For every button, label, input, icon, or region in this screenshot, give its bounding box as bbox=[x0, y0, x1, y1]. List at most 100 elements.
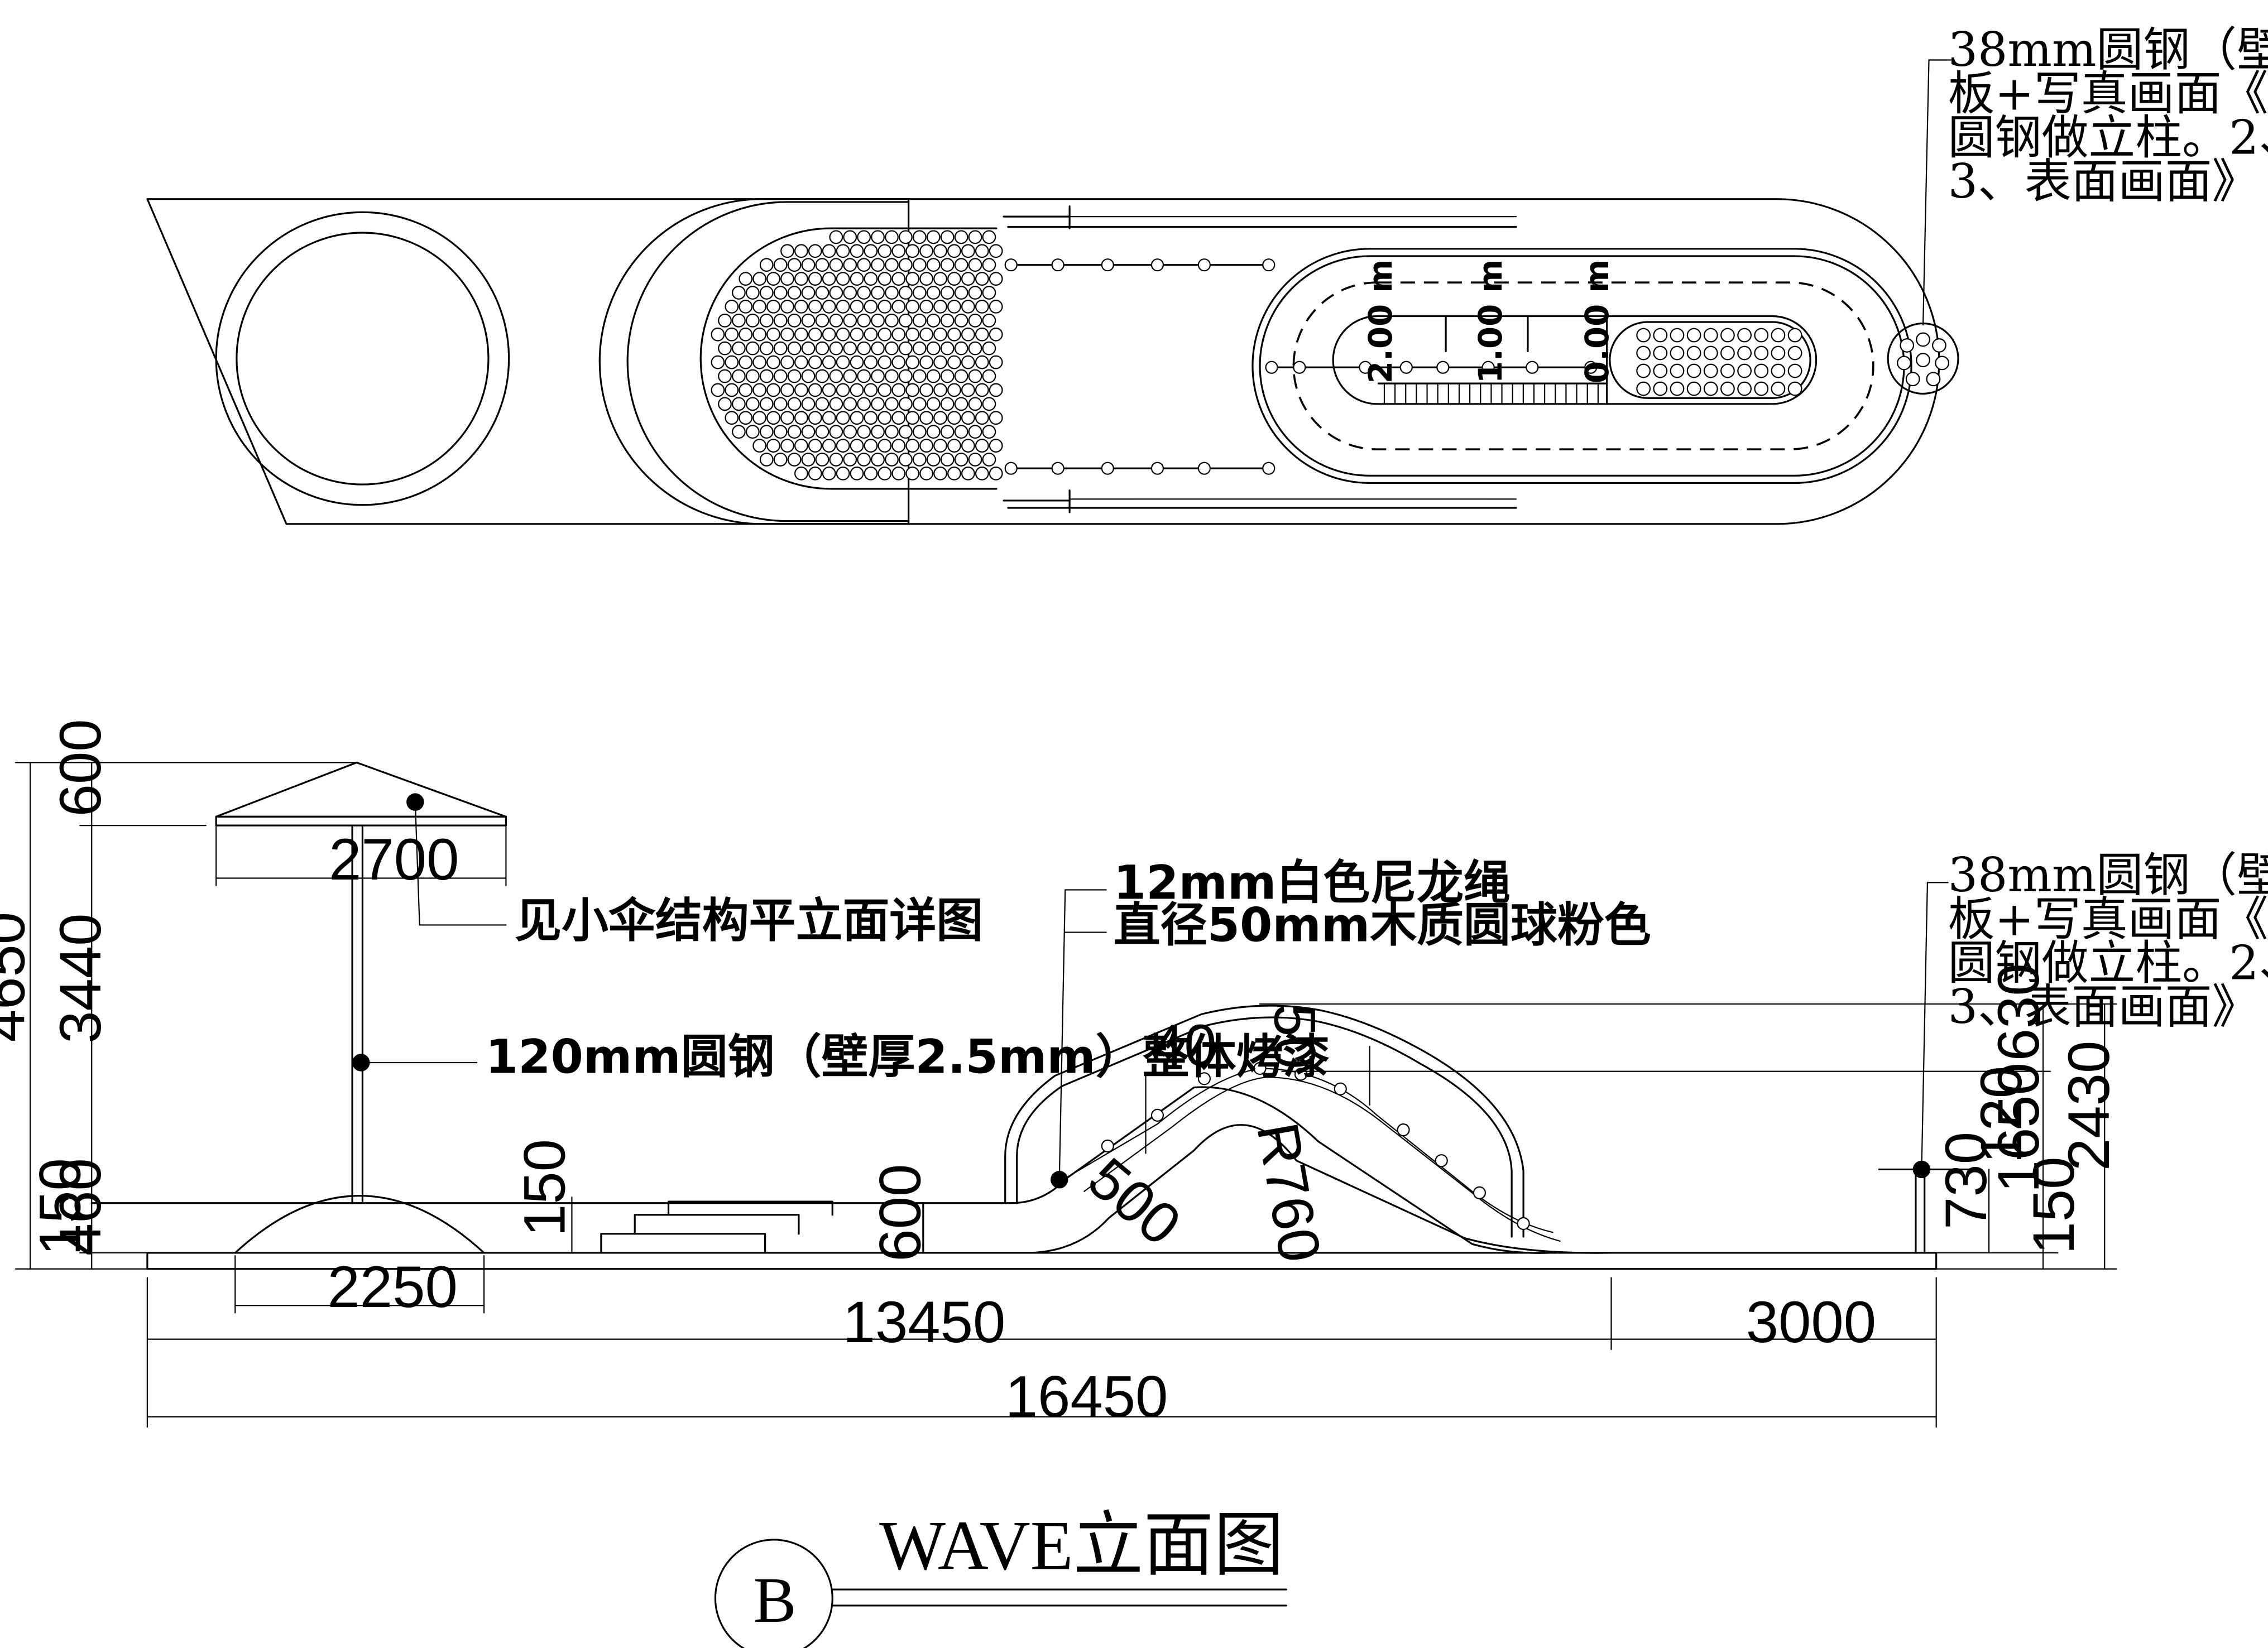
ball-icon bbox=[739, 272, 752, 285]
dim-length-3000: 3000 bbox=[1746, 1290, 1876, 1355]
ball-icon bbox=[941, 398, 954, 411]
plan-scale-ticks bbox=[1384, 383, 1598, 404]
ball-icon bbox=[927, 398, 940, 411]
ball-icon bbox=[913, 370, 926, 383]
ball-icon bbox=[990, 467, 1003, 480]
ball-icon bbox=[893, 439, 905, 452]
ball-icon bbox=[830, 342, 843, 355]
ball-icon bbox=[823, 244, 836, 257]
ball-icon bbox=[865, 467, 878, 480]
ball-icon bbox=[927, 370, 940, 383]
ball-icon bbox=[774, 286, 787, 299]
ball-icon bbox=[920, 356, 933, 369]
ball-icon bbox=[767, 411, 780, 424]
plan-bead bbox=[1526, 362, 1538, 373]
ball-icon bbox=[879, 244, 891, 257]
ball-icon bbox=[802, 286, 815, 299]
dot-icon bbox=[1772, 329, 1785, 342]
rope-ball-icon bbox=[1518, 1218, 1529, 1229]
ball-icon bbox=[823, 328, 836, 341]
ball-icon bbox=[927, 453, 940, 466]
elev-note-umbrella: 见小伞结构平立面详图 bbox=[515, 893, 983, 948]
ball-icon bbox=[830, 314, 843, 327]
ball-icon bbox=[746, 342, 759, 355]
ball-icon bbox=[795, 300, 808, 313]
ball-icon bbox=[739, 356, 752, 369]
ball-icon bbox=[767, 356, 780, 369]
ball-icon bbox=[955, 231, 968, 244]
dot-icon bbox=[1772, 347, 1785, 360]
plan-band-middle bbox=[627, 202, 908, 521]
dot-icon bbox=[1754, 329, 1768, 342]
elev-step-1 bbox=[601, 1234, 765, 1253]
bead-icon bbox=[1263, 463, 1274, 474]
ball-icon bbox=[795, 328, 808, 341]
bead-icon bbox=[1198, 463, 1210, 474]
ball-icon bbox=[962, 467, 975, 480]
plan-post-dots bbox=[1897, 333, 1949, 386]
rope-ball-icon bbox=[1335, 1083, 1346, 1095]
ball-icon bbox=[795, 467, 808, 480]
ball-icon bbox=[927, 342, 940, 355]
ball-icon bbox=[760, 314, 773, 327]
dot-icon bbox=[1772, 382, 1785, 396]
post-dot-icon bbox=[1897, 357, 1911, 370]
ball-icon bbox=[788, 425, 801, 438]
ball-icon bbox=[969, 453, 982, 466]
ball-icon bbox=[885, 342, 898, 355]
bead-icon bbox=[1005, 463, 1017, 474]
ball-icon bbox=[795, 272, 808, 285]
ball-icon bbox=[990, 356, 1003, 369]
dot-icon bbox=[1637, 382, 1650, 396]
ball-icon bbox=[857, 258, 870, 271]
ball-icon bbox=[941, 258, 954, 271]
ball-icon bbox=[927, 231, 940, 244]
ball-icon bbox=[732, 286, 745, 299]
post-dot-icon bbox=[1933, 339, 1946, 352]
dim-length-13450: 13450 bbox=[843, 1290, 1006, 1355]
plan-note-line: 板+写真画面《工艺说明：1、38mm bbox=[1948, 66, 2268, 121]
ball-icon bbox=[969, 398, 982, 411]
ball-icon bbox=[809, 439, 822, 452]
ball-icon bbox=[760, 370, 773, 383]
dot-icon bbox=[1738, 364, 1751, 378]
elev-wave-underside bbox=[923, 1125, 1612, 1253]
ball-icon bbox=[837, 328, 850, 341]
ball-icon bbox=[718, 342, 731, 355]
ball-icon bbox=[934, 244, 947, 257]
dim-rail-40: 40 bbox=[1152, 1013, 1217, 1078]
ball-icon bbox=[837, 467, 850, 480]
ball-icon bbox=[941, 425, 954, 438]
ball-icon bbox=[774, 342, 787, 355]
ball-icon bbox=[899, 370, 912, 383]
ball-icon bbox=[830, 258, 843, 271]
elev-dimensions-bottom bbox=[147, 1277, 1936, 1427]
ball-icon bbox=[726, 411, 739, 424]
ball-icon bbox=[962, 300, 975, 313]
ball-icon bbox=[802, 314, 815, 327]
ball-icon bbox=[962, 328, 975, 341]
plan-bead bbox=[1585, 362, 1596, 373]
dot-icon bbox=[1721, 347, 1734, 360]
ball-icon bbox=[990, 300, 1003, 313]
dim-rail-50: 50 bbox=[1262, 1004, 1327, 1069]
ball-icon bbox=[726, 384, 739, 397]
elev-note-ball: 直径50mm木质圆球粉色 bbox=[1114, 897, 1651, 952]
ball-icon bbox=[753, 300, 766, 313]
ball-icon bbox=[948, 272, 961, 285]
dot-icon bbox=[1772, 364, 1785, 378]
ball-icon bbox=[830, 425, 843, 438]
ball-icon bbox=[788, 370, 801, 383]
ball-icon bbox=[823, 356, 836, 369]
plan-big-circle-outer bbox=[216, 212, 509, 505]
plan-band-outer bbox=[600, 199, 908, 524]
ball-icon bbox=[969, 425, 982, 438]
ball-icon bbox=[865, 272, 878, 285]
elev-handrail-outer bbox=[1005, 1006, 1523, 1237]
ball-icon bbox=[871, 258, 884, 271]
elev-note-post-line: 板+写真画面《工艺说明：1、38mm bbox=[1948, 892, 2268, 946]
ball-icon bbox=[976, 244, 989, 257]
dot-icon bbox=[1788, 329, 1802, 342]
ball-icon bbox=[879, 439, 891, 452]
plan-note-leader bbox=[1923, 60, 1951, 325]
